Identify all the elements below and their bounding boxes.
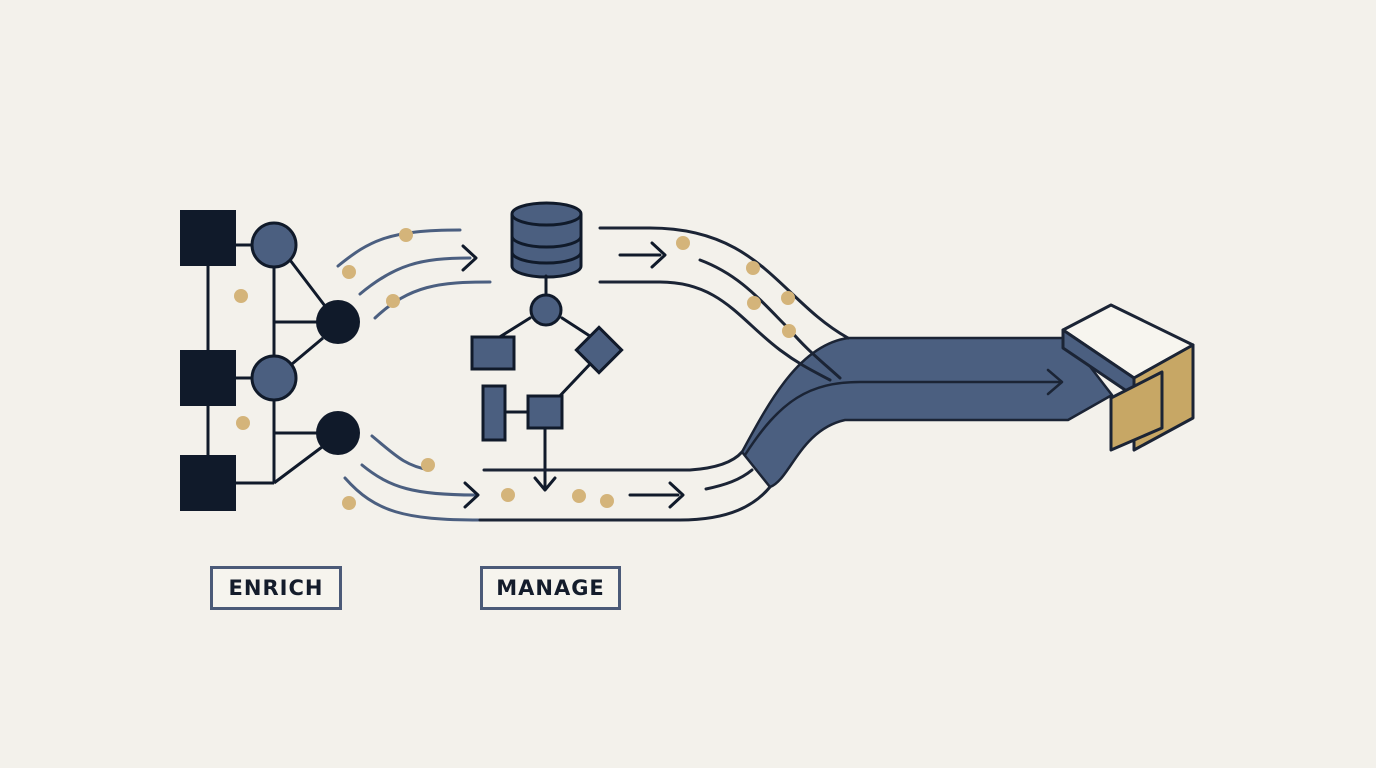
data-dot: [234, 289, 248, 303]
output-box-icon: [1061, 303, 1195, 452]
data-dot: [572, 489, 586, 503]
data-dot: [676, 236, 690, 250]
enrich-node-square: [180, 210, 236, 266]
stream-line: [598, 226, 850, 340]
data-dot: [386, 294, 400, 308]
stream-line: [478, 485, 772, 522]
data-dot: [747, 296, 761, 310]
stream-line: [358, 256, 472, 296]
manage-node-square: [470, 335, 516, 371]
enrich-label: ENRICH: [210, 566, 342, 610]
stream-arrow: [668, 481, 685, 509]
stream-line: [482, 450, 744, 472]
database-icon: [510, 201, 583, 279]
manage-node-bar: [481, 384, 507, 442]
database-ring: [510, 235, 583, 249]
data-dot: [399, 228, 413, 242]
enrich-link: [273, 445, 323, 485]
manage-down-arrow: [533, 476, 557, 492]
enrich-node-dark-circle: [316, 411, 360, 455]
enrich-node-square: [180, 350, 236, 406]
manage-link: [496, 316, 532, 340]
stream-arrow: [463, 481, 480, 509]
stream-line: [373, 280, 492, 320]
output-box-lid: [1109, 370, 1164, 452]
data-dot: [421, 458, 435, 472]
enrich-node-circle: [250, 221, 298, 269]
manage-node-square: [526, 394, 564, 430]
enrich-link: [288, 259, 327, 307]
enrich-node-dark-circle: [316, 300, 360, 344]
manage-link: [554, 360, 594, 402]
manage-node-circle: [529, 293, 563, 327]
stream-line: [343, 476, 482, 522]
stream-line: [360, 463, 477, 497]
stream-line: [704, 468, 754, 491]
database-ring: [510, 251, 583, 265]
stream-line: [336, 228, 462, 268]
manage-node-diamond: [574, 325, 624, 375]
data-dot: [342, 265, 356, 279]
data-dot: [342, 496, 356, 510]
stream-arrow: [461, 244, 478, 272]
manage-label: MANAGE: [480, 566, 621, 610]
enrich-link: [291, 336, 324, 366]
enrich-node-square: [180, 455, 236, 511]
data-dot: [501, 488, 515, 502]
stream-line: [598, 280, 832, 382]
data-dots: [234, 228, 796, 510]
data-dot: [746, 261, 760, 275]
enrich-node-circle: [250, 354, 298, 402]
data-dot: [782, 324, 796, 338]
database-top: [510, 201, 583, 227]
merged-flow-arrow: [1046, 368, 1064, 396]
data-dot: [781, 291, 795, 305]
data-dot: [236, 416, 250, 430]
data-dot: [600, 494, 614, 508]
enrich-to-manage-streams: [336, 228, 492, 522]
stream-arrow: [650, 241, 667, 269]
merged-flow-band-inner-line: [743, 380, 1060, 456]
